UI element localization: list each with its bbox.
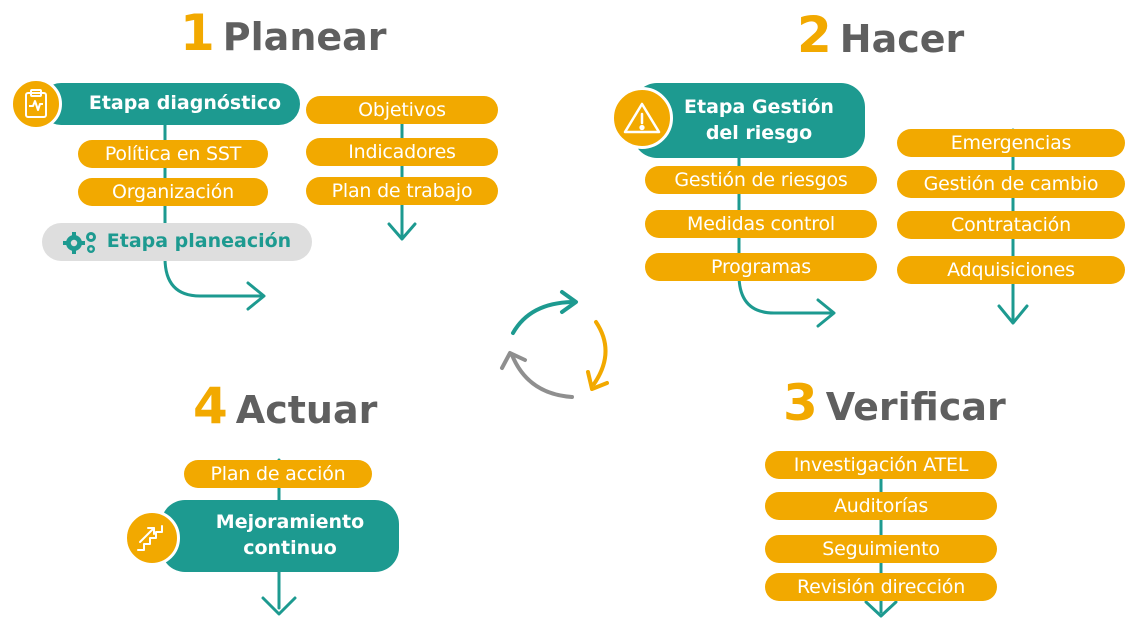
gears-icon (62, 230, 99, 254)
pill-label: Seguimiento (822, 538, 940, 560)
phase-number: 4 (193, 377, 228, 435)
cycle-arrows-icon (500, 290, 609, 399)
pill-plan-trabajo: Plan de trabajo (306, 177, 498, 205)
pill-medidas-control: Medidas control (645, 210, 877, 238)
pill-label: Gestión de riesgos (674, 169, 848, 191)
pill-objetivos: Objetivos (306, 96, 498, 124)
pill-label: Contratación (951, 214, 1071, 236)
pill-label: Programas (711, 256, 811, 278)
stage-diagnostico: Etapa diagnóstico (40, 83, 300, 125)
pill-label: Indicadores (348, 141, 456, 163)
phase-title: Hacer (839, 17, 965, 61)
stage-label-line2: del riesgo (705, 121, 813, 144)
phase-number: 1 (180, 4, 215, 62)
hacer-side-arrowhead (997, 304, 1029, 325)
pill-programas: Programas (645, 253, 877, 281)
stage-label-line1: Etapa Gestión (684, 95, 834, 118)
pill-label: Investigación ATEL (793, 454, 969, 476)
phase-title: Actuar (235, 388, 378, 432)
phase-number: 2 (797, 6, 832, 64)
pill-label: Política en SST (104, 143, 242, 165)
hacer-arrowhead (816, 298, 836, 328)
planear-arrowhead (246, 281, 266, 311)
pill-label: Organización (111, 181, 235, 203)
stage-label-line1: Mejoramiento (215, 511, 365, 534)
planear-side-arrowhead (387, 222, 417, 241)
pill-seguimiento: Seguimiento (765, 535, 997, 563)
pill-plan-accion: Plan de acción (184, 460, 372, 488)
pill-indicadores: Indicadores (306, 138, 498, 166)
pill-organizacion: Organización (78, 178, 268, 206)
stage-mejoramiento: Mejoramiento continuo (161, 500, 399, 572)
pill-label: Emergencias (950, 132, 1072, 154)
pill-politica: Política en SST (78, 140, 268, 168)
pill-label: Adquisiciones (947, 259, 1075, 281)
pill-label: Objetivos (358, 99, 446, 121)
pill-label: Gestión de cambio (923, 173, 1099, 195)
phase-title: Verificar (825, 385, 1006, 429)
pill-gestion-cambio: Gestión de cambio (897, 170, 1125, 198)
pill-revision-direccion: Revisión dirección (765, 573, 997, 601)
pill-label: Auditorías (833, 495, 929, 517)
pill-label: Revisión dirección (796, 576, 966, 598)
pill-emergencias: Emergencias (897, 129, 1125, 157)
clipboard-icon (10, 78, 62, 130)
phase-number: 3 (783, 374, 818, 432)
pill-contratacion: Contratación (897, 211, 1125, 239)
warning-icon (611, 87, 673, 149)
pill-investigacion-atel: Investigación ATEL (765, 451, 997, 479)
stage-label: Etapa diagnóstico (88, 92, 282, 115)
actuar-arrowhead (261, 596, 297, 616)
stairs-icon (124, 510, 180, 566)
verificar-arrowhead (864, 600, 898, 618)
pill-label: Plan de acción (210, 463, 346, 485)
phase-title: Planear (222, 15, 387, 59)
stage-planeacion: Etapa planeación (42, 223, 312, 261)
pill-auditorias: Auditorías (765, 492, 997, 520)
pill-label: Medidas control (687, 213, 835, 235)
stage-label-line2: continuo (243, 537, 337, 559)
pill-label: Plan de trabajo (331, 180, 473, 202)
pill-adquisiciones: Adquisiciones (897, 256, 1125, 284)
stage-label: Etapa planeación (106, 230, 292, 253)
pill-gestion-riesgos: Gestión de riesgos (645, 166, 877, 194)
